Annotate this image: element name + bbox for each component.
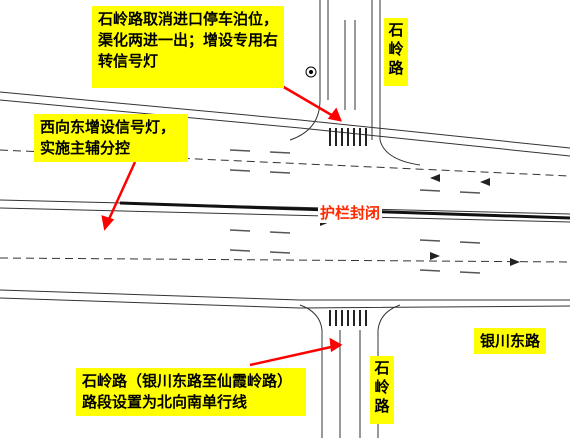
shiling-road-north: [289, 0, 421, 166]
callout-top: 石岭路取消进口停车泊位，渠化两进一出；增设专用右转信号灯: [92, 6, 284, 88]
guardrail-label: 护栏封闭: [318, 202, 383, 223]
pointer-arrows: [101, 84, 343, 367]
lane-markings: [229, 149, 481, 274]
road-label-shiling-south: 石岭路: [370, 356, 394, 424]
callout-bottom: 石岭路（银川东路至仙霞岭路）路段设置为北向南单行线: [76, 368, 306, 416]
shiling-road-south: [299, 304, 401, 438]
signal-icon: [305, 66, 317, 78]
road-label-shiling-north: 石岭路: [384, 18, 408, 86]
crosswalk-south: [329, 310, 367, 326]
crosswalk-north: [329, 128, 367, 146]
lane-arrows: [320, 174, 520, 266]
road-label-yinchuan-east: 银川东路: [474, 328, 547, 354]
callout-left: 西向东增设信号灯，实施主辅分控: [34, 114, 188, 162]
